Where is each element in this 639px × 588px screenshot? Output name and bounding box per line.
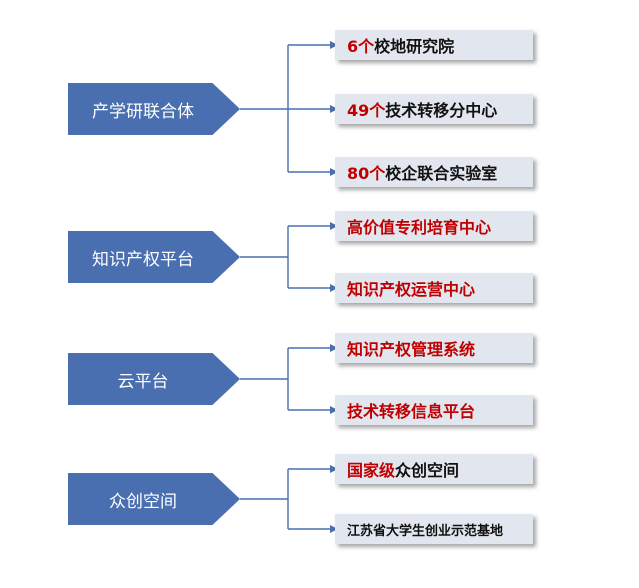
item-text: 江苏省大学生创业示范基地 [347,523,504,539]
item-highlight: 高价值专利培育中心 [347,218,492,237]
connector-group-1 [240,44,330,173]
category-maker-space: 众创空间 [68,473,240,525]
category-cloud-platform: 云平台 [68,353,240,405]
item-highlight: 6个 [347,37,375,56]
item-ip-operation-center: 知识产权运营中心 [335,273,533,303]
item-highlight: 技术转移信息平台 [347,402,476,421]
arrowhead [330,525,338,533]
arrowhead [330,406,338,414]
arrowhead [330,168,338,176]
item-highlight: 国家级 [347,461,396,480]
item-ip-management-system: 知识产权管理系统 [335,333,533,363]
category-industry-research: 产学研联合体 [68,83,240,135]
category-label: 知识产权平台 [92,249,194,270]
item-national-maker-space: 国家级众创空间 [335,454,533,484]
category-label: 产学研联合体 [92,101,194,122]
item-highlight: 49个 [347,101,386,120]
item-tech-transfer-centers: 49个技术转移分中心 [335,94,533,124]
arrowhead [330,465,338,473]
item-text: 众创空间 [395,461,460,480]
category-label: 云平台 [117,371,169,392]
connector-group-3 [240,347,330,411]
arrowhead [330,222,338,230]
item-text: 校企联合实验室 [385,164,498,183]
item-highlight: 知识产权管理系统 [347,340,476,359]
item-patent-cultivation-center: 高价值专利培育中心 [335,211,533,241]
arrowhead [330,41,338,49]
item-highlight: 知识产权运营中心 [347,280,476,299]
arrowhead [330,344,338,352]
arrowhead [330,284,338,292]
item-text: 技术转移分中心 [385,101,498,120]
item-text: 校地研究院 [374,37,455,56]
item-highlight: 80个 [347,164,386,183]
item-joint-labs: 80个校企联合实验室 [335,157,533,187]
connector-group-4 [240,468,330,530]
arrowhead [330,105,338,113]
category-ip-platform: 知识产权平台 [68,231,240,283]
item-jiangsu-startup-base: 江苏省大学生创业示范基地 [335,514,533,544]
connector-group-2 [240,225,330,289]
item-campus-institutes: 6个校地研究院 [335,30,533,60]
item-tech-transfer-platform: 技术转移信息平台 [335,395,533,425]
category-label: 众创空间 [109,491,177,512]
